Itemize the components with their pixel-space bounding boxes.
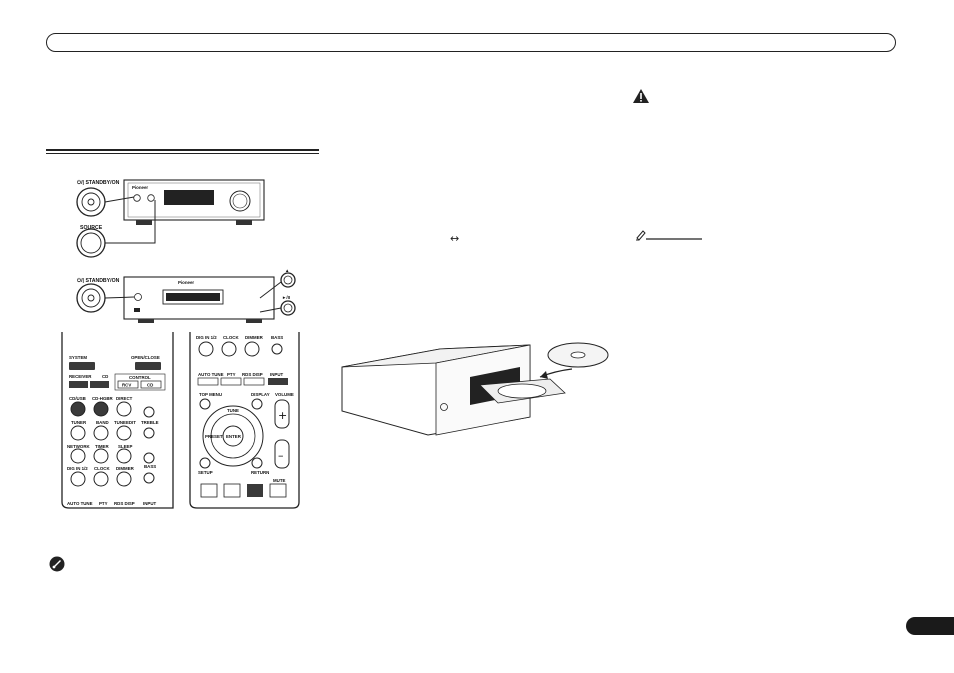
svg-text:TREBLE: TREBLE xyxy=(141,420,159,425)
svg-text:CLOCK: CLOCK xyxy=(223,335,239,340)
eject-symbol: ▲ xyxy=(285,268,289,273)
svg-text:RDS DISP: RDS DISP xyxy=(114,501,135,506)
remote-left-illustration: SYSTEM OPEN/CLOSE RECEIVER CD CONTROL RC… xyxy=(61,332,174,509)
warning-icon xyxy=(633,89,649,103)
svg-text:DIG IN 1/2: DIG IN 1/2 xyxy=(196,335,217,340)
disc-loading-illustration xyxy=(341,342,609,436)
svg-text:+: + xyxy=(278,409,287,422)
svg-text:BASS: BASS xyxy=(271,335,283,340)
svg-text:CD/USB: CD/USB xyxy=(69,396,86,401)
svg-text:TUNE: TUNE xyxy=(227,408,239,413)
svg-text:DIMMER: DIMMER xyxy=(245,335,264,340)
svg-text:TOP MENU: TOP MENU xyxy=(199,392,222,397)
play-pause-symbol: ►/II xyxy=(282,295,290,300)
svg-text:TUNEEDIT: TUNEEDIT xyxy=(114,420,136,425)
eject-button-zoom xyxy=(280,272,296,288)
unit-brand: Pioneer xyxy=(132,185,148,190)
svg-text:–: – xyxy=(278,449,284,462)
svg-text:DIRECT: DIRECT xyxy=(116,396,133,401)
svg-text:BAND: BAND xyxy=(96,420,109,425)
front-panel-illustration: ⏻/| STANDBY/ON SOURCE Pioneer xyxy=(76,179,265,258)
svg-text:DIG IN 1/2: DIG IN 1/2 xyxy=(67,466,88,471)
svg-text:SLEEP: SLEEP xyxy=(118,444,132,449)
svg-text:INPUT: INPUT xyxy=(143,501,156,506)
standby-label-2: ⏻/| STANDBY/ON xyxy=(77,277,120,284)
svg-text:MUTE: MUTE xyxy=(273,478,286,483)
svg-text:INPUT: INPUT xyxy=(270,372,283,377)
svg-text:ENTER: ENTER xyxy=(226,434,242,439)
svg-text:NETWORK: NETWORK xyxy=(67,444,91,449)
svg-text:DISPLAY: DISPLAY xyxy=(251,392,270,397)
svg-text:TIMER: TIMER xyxy=(95,444,109,449)
svg-text:CD-HGBR: CD-HGBR xyxy=(92,396,114,401)
svg-text:TUNER: TUNER xyxy=(71,420,87,425)
svg-text:RDS DISP: RDS DISP xyxy=(242,372,263,377)
standby-button-zoom-2 xyxy=(76,283,106,313)
svg-text:SETUP: SETUP xyxy=(198,470,213,475)
svg-text:CD: CD xyxy=(102,374,108,379)
svg-text:SYSTEM: SYSTEM xyxy=(69,355,87,360)
svg-text:VOLUME: VOLUME xyxy=(275,392,294,397)
svg-text:RETURN: RETURN xyxy=(251,470,269,475)
svg-text:RECEIVER: RECEIVER xyxy=(69,374,92,379)
remote-right-illustration: DIG IN 1/2 CLOCK DIMMER BASS AUTO TUNE P… xyxy=(189,332,300,509)
cd-unit-brand: Pioneer xyxy=(178,280,194,285)
svg-text:OPEN/CLOSE: OPEN/CLOSE xyxy=(131,355,160,360)
svg-text:CONTROL: CONTROL xyxy=(129,375,151,380)
svg-text:RCV: RCV xyxy=(122,383,131,388)
svg-text:BASS: BASS xyxy=(144,464,156,469)
standby-label: ⏻/| STANDBY/ON xyxy=(77,179,120,186)
svg-text:PTY: PTY xyxy=(227,372,236,377)
note-icon xyxy=(636,230,702,241)
svg-text:CLOCK: CLOCK xyxy=(94,466,110,471)
svg-text:AUTO TUNE: AUTO TUNE xyxy=(67,501,93,506)
section-rule xyxy=(46,149,319,154)
play-button-zoom xyxy=(280,300,296,316)
double-arrow-symbol: ↔ xyxy=(450,232,460,245)
cd-unit-illustration: ⏻/| STANDBY/ON Pioneer ▲ ►/II xyxy=(76,268,296,323)
svg-text:CD: CD xyxy=(147,383,153,388)
svg-text:PRESET: PRESET xyxy=(205,434,223,439)
page-tab xyxy=(906,617,954,635)
source-label: SOURCE xyxy=(80,225,103,231)
standby-button-zoom xyxy=(76,187,106,217)
header-bar xyxy=(46,33,896,52)
svg-text:AUTO TUNE: AUTO TUNE xyxy=(198,372,224,377)
svg-text:PTY: PTY xyxy=(99,501,108,506)
important-icon xyxy=(49,556,65,572)
svg-text:DIMMER: DIMMER xyxy=(116,466,135,471)
